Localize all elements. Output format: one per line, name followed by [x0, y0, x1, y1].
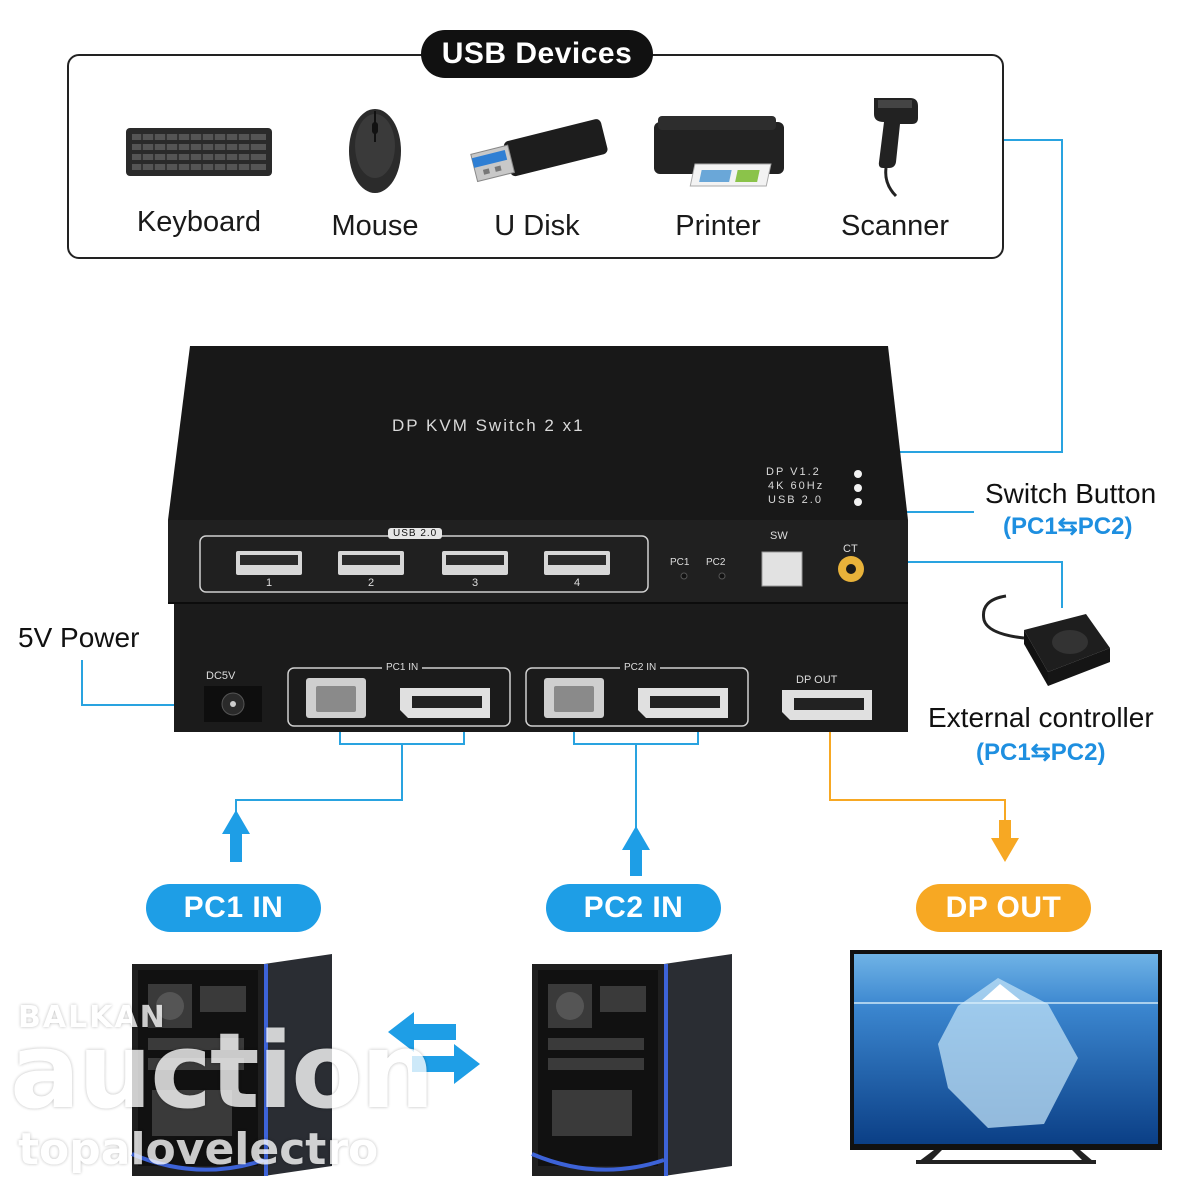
dp-out-badge: DP OUT [916, 884, 1091, 932]
device-label-printer: Printer [675, 210, 761, 242]
usb-port-1-label: 1 [266, 577, 273, 589]
pc2-in-port-label: PC2 IN [620, 662, 661, 673]
watermark-line3: topalovelectro [18, 1124, 379, 1175]
led-pc1-label: PC1 [670, 557, 690, 568]
watermark-line1: BALKAN [18, 1000, 167, 1035]
pc1-in-badge: PC1 IN [146, 884, 321, 932]
pc2-tower [531, 954, 732, 1176]
pc2-in-badge: PC2 IN [546, 884, 721, 932]
usb-port-4-label: 4 [574, 577, 581, 589]
pc1-in-port-label: PC1 IN [382, 662, 423, 673]
mouse-icon [349, 109, 401, 193]
dp-out-port-label: DP OUT [796, 674, 838, 686]
ct-label: CT [843, 543, 858, 555]
spec-usb: USB 2.0 [768, 494, 823, 506]
keyboard-icon [126, 128, 272, 176]
swap-arrows-icon [388, 1012, 480, 1084]
external-controller-callout: External controller [928, 702, 1154, 733]
device-label-u-disk: U Disk [494, 210, 580, 242]
usb-port-3-label: 3 [472, 577, 479, 589]
monitor-icon [850, 950, 1162, 1164]
printer-icon [654, 116, 784, 187]
switch-button-callout: Switch Button [985, 478, 1157, 509]
device-label-mouse: Mouse [331, 210, 419, 242]
external-controller-callout-sub: (PC1⇆PC2) [976, 739, 1106, 766]
scanner-icon [874, 98, 918, 198]
spec-dp: DP V1.2 [766, 466, 821, 478]
device-label-scanner: Scanner [840, 210, 949, 242]
sw-label: SW [770, 530, 788, 542]
pc1-tower [131, 954, 332, 1176]
kvm-switch-device [168, 346, 908, 732]
device-label-keyboard: Keyboard [136, 206, 262, 238]
dc5v-label: DC5V [206, 670, 236, 682]
usb-port-2-label: 2 [368, 577, 375, 589]
usb-group-label: USB 2.0 [388, 528, 443, 539]
usb-disk-icon [470, 119, 608, 183]
usb-devices-title: USB Devices [421, 30, 653, 78]
watermark-line2: auction [10, 1010, 435, 1132]
device-name: DP KVM Switch 2 x1 [392, 416, 585, 435]
led-pc2-label: PC2 [706, 557, 726, 568]
power-callout: 5V Power [18, 622, 140, 653]
external-controller-icon [981, 594, 1110, 686]
spec-4k: 4K 60Hz [768, 480, 825, 492]
switch-button-callout-sub: (PC1⇆PC2) [1003, 513, 1133, 540]
